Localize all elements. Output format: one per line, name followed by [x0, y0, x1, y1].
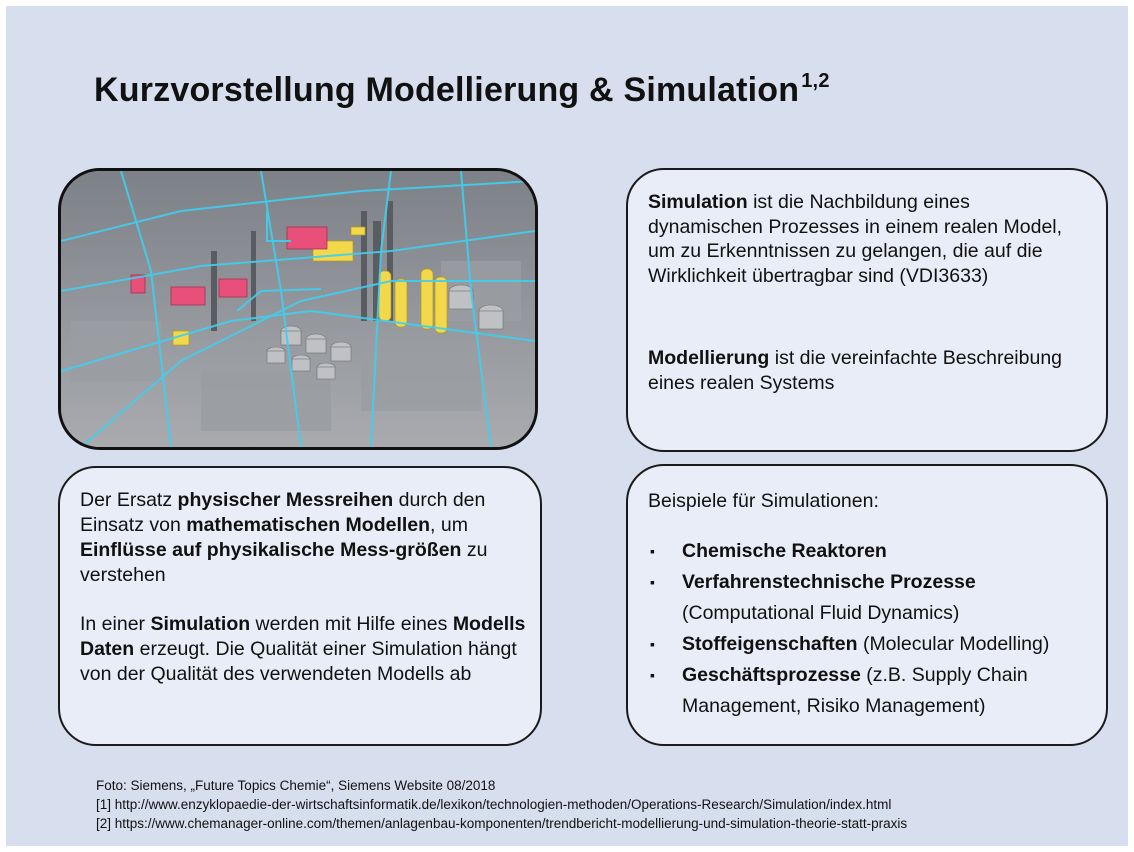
bullet-icon: ▪ [650, 667, 655, 683]
p1-run-1: physischer Messreihen [177, 489, 394, 511]
examples-box: Beispiele für Simulationen: ▪ Chemische R… [626, 464, 1108, 746]
example-item-subline: (Computational Fluid Dynamics) [682, 602, 960, 624]
explanation-paragraph-1: Der Ersatz physischer Messreihen durch d… [80, 488, 530, 588]
p2-run-1: Simulation [150, 613, 251, 635]
explanation-paragraph-2: In einer Simulation werden mit Hilfe ein… [80, 612, 530, 687]
bullet-icon: ▪ [650, 636, 655, 652]
modeling-text: ist die vereinfachte Beschreibung eines … [648, 347, 1063, 394]
bullet-icon: ▪ [650, 543, 655, 559]
example-item-title: Verfahrenstechnische Prozesse [682, 571, 976, 593]
example-item-title: Geschäftsprozesse [682, 664, 861, 686]
title-superscript: 1,2 [801, 70, 830, 92]
photo-credit: Foto: Siemens, „Future Topics Chemie“, S… [96, 778, 496, 793]
examples-intro: Beispiele für Simulationen: [648, 490, 879, 512]
slide: Kurzvorstellung Modellierung & Simulatio… [6, 6, 1128, 846]
modeling-definition: Modellierung ist die vereinfachte Beschr… [648, 346, 1088, 395]
bullet-icon: ▪ [650, 574, 655, 590]
example-item-subline: Management, Risiko Management) [682, 695, 986, 717]
example-item-title: Chemische Reaktoren [682, 540, 887, 562]
p1-run-6: zu verstehen [80, 539, 488, 586]
title-text: Kurzvorstellung Modellierung & Simulatio… [94, 71, 800, 109]
example-item-detail: (Molecular Modelling) [857, 633, 1050, 655]
plant-illustration [61, 171, 535, 447]
simulation-text: ist die Nachbildung eines dynamischen Pr… [648, 191, 1063, 287]
example-item-detail: (z.B. Supply Chain [860, 664, 1028, 686]
p1-run-5: Einflüsse auf physikalische Mess-größen [80, 539, 462, 561]
footer-sources: Foto: Siemens, „Future Topics Chemie“, S… [96, 776, 907, 833]
p1-run-2: durch den Einsatz von [80, 489, 486, 536]
reference-1: [1] http://www.enzyklopaedie-der-wirtsch… [96, 797, 892, 812]
example-item-title: Stoffeigenschaften [682, 633, 858, 655]
simulation-definition: Simulation ist die Nachbildung eines dyn… [648, 190, 1088, 288]
explanation-box: Der Ersatz physischer Messreihen durch d… [58, 466, 542, 746]
plant-visualization-photo [58, 168, 538, 450]
examples-list: ▪ Chemische Reaktoren ▪ Verfahrenstechnisch… [648, 536, 1098, 722]
p2-run-0: In einer [80, 613, 151, 635]
reference-2: [2] https://www.chemanager-online.com/th… [96, 816, 908, 831]
modeling-term: Modellierung [648, 347, 770, 369]
example-item: ▪ Verfahrenstechnische Prozesse (Computati… [648, 567, 1098, 629]
definition-box: Simulation ist die Nachbildung eines dyn… [626, 168, 1108, 452]
p1-run-3: mathematischen Modellen [186, 514, 431, 536]
p1-run-4: , um [430, 514, 468, 536]
simulation-term: Simulation [648, 191, 748, 213]
page-title: Kurzvorstellung Modellierung & Simulatio… [94, 70, 830, 110]
p2-run-4: erzeugt. Die Qualität einer Simulation h… [80, 638, 517, 685]
example-item: ▪ Chemische Reaktoren [648, 536, 1098, 567]
p2-run-2: werden mit Hilfe eines [250, 613, 453, 635]
p1-run-0: Der Ersatz [80, 489, 178, 511]
example-item: ▪ Stoffeigenschaften (Molecular Modelling… [648, 629, 1098, 660]
p2-run-3: Modells Daten [80, 613, 526, 660]
